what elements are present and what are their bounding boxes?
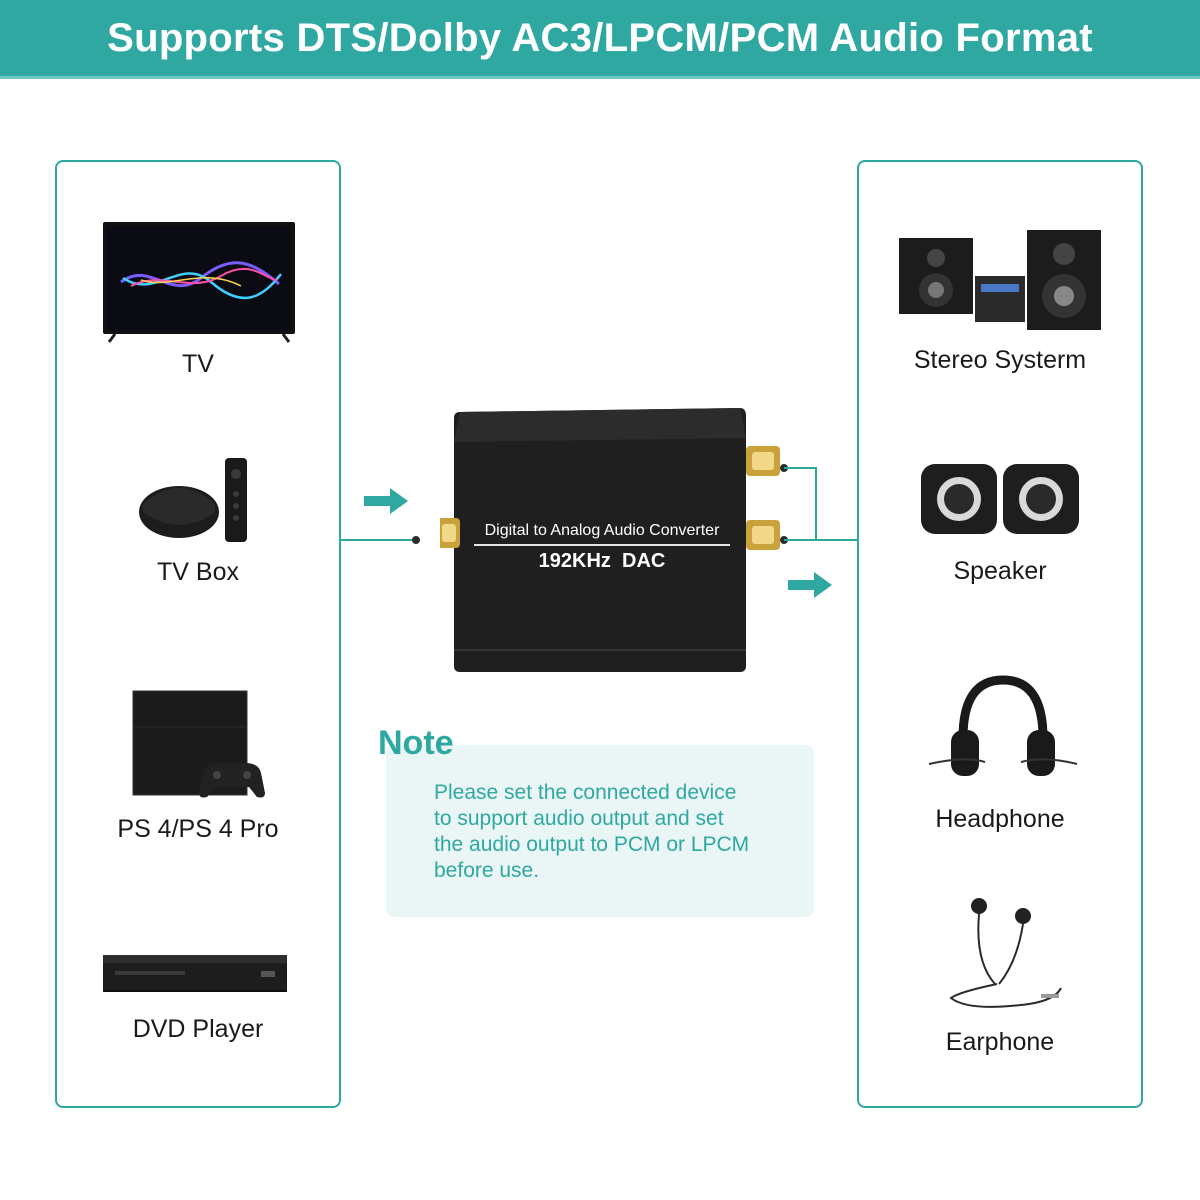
converter-underline — [474, 544, 730, 546]
output-connector-lines — [780, 464, 858, 544]
output-label: Speaker — [953, 557, 1047, 585]
source-label: DVD Player — [132, 1015, 264, 1043]
note-line: to support audio output and set — [434, 807, 724, 830]
note-line: the audio output to PCM or LPCM — [434, 833, 750, 856]
note-text: Please set the connected device to suppo… — [434, 780, 794, 884]
output-label: Earphone — [945, 1028, 1055, 1056]
note-line: before use. — [434, 859, 540, 882]
earphone-icon — [949, 898, 1062, 1008]
game-console-icon — [132, 690, 265, 798]
source-label: PS 4/PS 4 Pro — [117, 815, 279, 843]
converter-label-line1: Digital to Analog Audio Converter — [484, 522, 720, 539]
output-earphone: Earphone — [859, 892, 1141, 1062]
note-heading: Note — [378, 724, 454, 762]
stereo-system-icon — [899, 230, 1101, 330]
source-devices-panel: TV TV Box PS 4/PS 4 Pro — [55, 160, 341, 1108]
headphone-icon — [928, 675, 1078, 776]
source-label: TV — [182, 350, 214, 378]
output-label: Stereo Systerm — [913, 346, 1087, 374]
output-headphone: Headphone — [859, 672, 1141, 842]
speaker-icon — [921, 464, 1079, 534]
banner-title: Supports DTS/Dolby AC3/LPCM/PCM Audio Fo… — [107, 15, 1093, 60]
input-arrow-icon — [364, 488, 408, 514]
output-label: Headphone — [935, 805, 1065, 833]
note-line: Please set the connected device — [434, 781, 737, 804]
source-tv: TV — [57, 220, 339, 380]
converter-label-line2: 192KHz DAC — [538, 550, 666, 572]
source-label: TV Box — [157, 558, 239, 586]
source-tv-box: TV Box — [57, 452, 339, 592]
dac-converter: Digital to Analog Audio Converter 192KHz… — [440, 398, 785, 678]
output-arrow-icon — [788, 572, 832, 598]
tv-icon — [103, 222, 295, 343]
output-devices-panel: Stereo Systerm Speaker Headphone — [857, 160, 1143, 1108]
source-dvd-player: DVD Player — [57, 947, 339, 1057]
input-connector-line — [340, 536, 420, 544]
header-banner: Supports DTS/Dolby AC3/LPCM/PCM Audio Fo… — [0, 0, 1200, 79]
dvd-player-icon — [103, 955, 287, 992]
tv-box-icon — [139, 458, 247, 542]
note-box — [386, 745, 814, 917]
output-speaker: Speaker — [859, 460, 1141, 600]
source-game-console: PS 4/PS 4 Pro — [57, 687, 339, 843]
converter-body — [440, 408, 780, 672]
output-stereo-system: Stereo Systerm — [859, 226, 1141, 386]
